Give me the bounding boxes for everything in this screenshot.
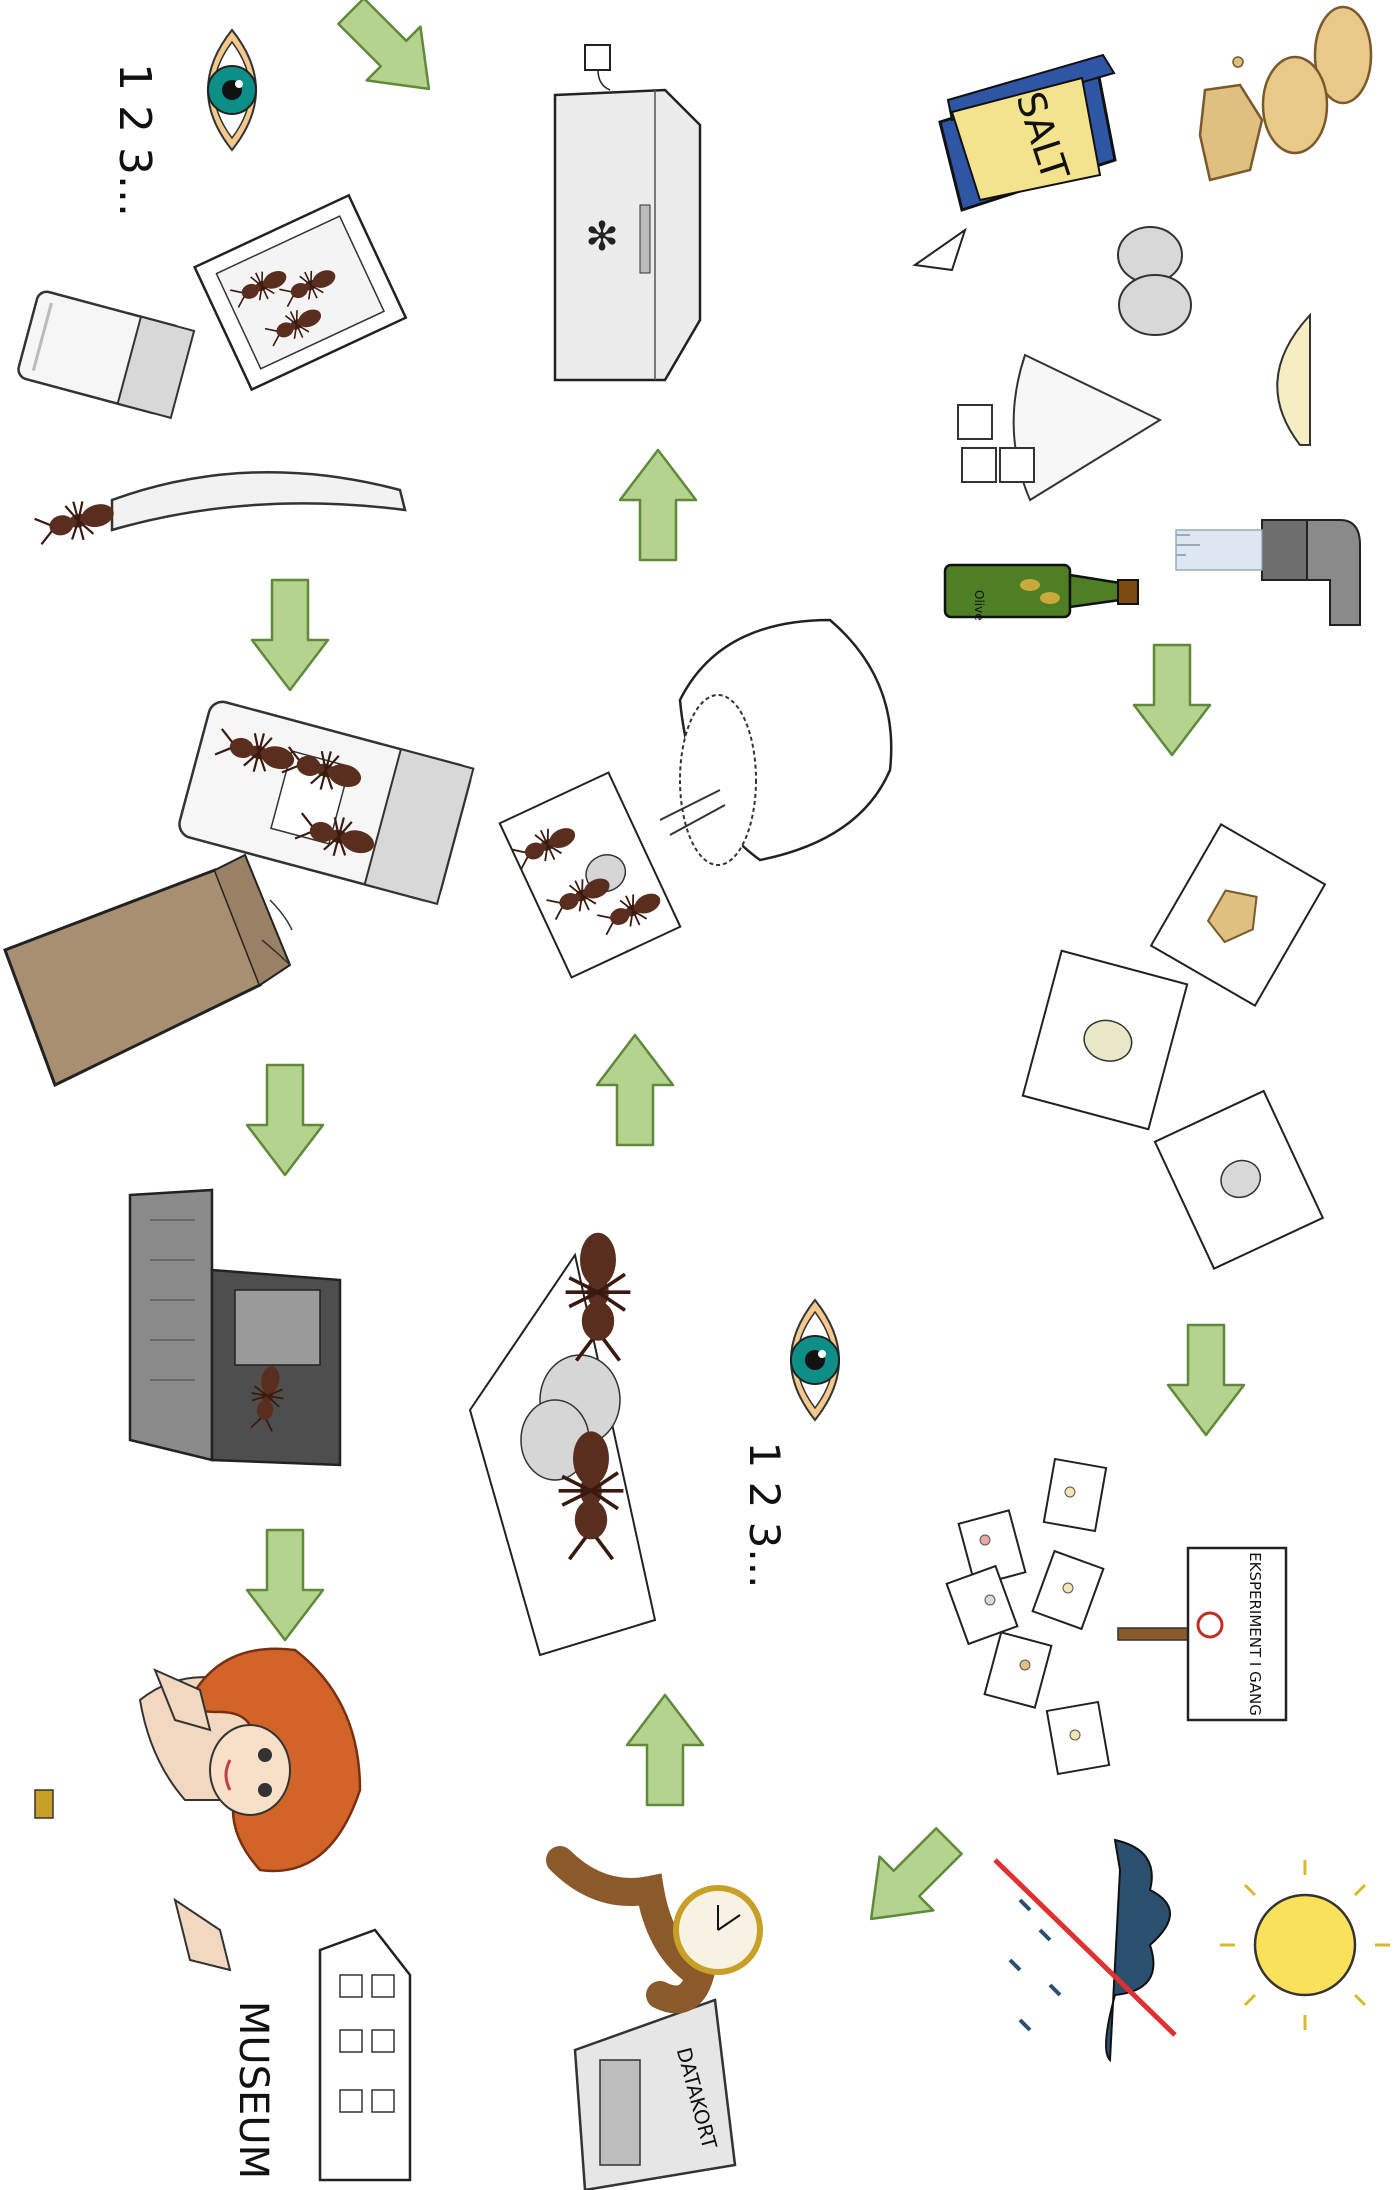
olive-oil-bottle-icon: Olive (945, 565, 1138, 621)
water-tap-icon (1176, 520, 1360, 625)
salt-box-icon: SALT (940, 55, 1115, 210)
svg-text:✻: ✻ (585, 214, 619, 260)
scientist-icon (35, 1649, 360, 1970)
cookie-icon (1200, 7, 1371, 180)
tube-icon (16, 290, 194, 418)
freezer-icon: ✻ (555, 45, 700, 380)
bait-card-cotton (1023, 951, 1187, 1130)
sugar-pile-icon (915, 230, 965, 270)
museum-label: MUSEUM (230, 2001, 276, 2179)
arrow-down-4 (247, 1065, 323, 1175)
field-cards (947, 1459, 1110, 1774)
watch-icon (560, 1860, 760, 2000)
laptop-icon (130, 1190, 340, 1465)
arrow-diagonal-2 (324, 0, 456, 116)
bait-card-ants (500, 773, 681, 978)
cotton-ball-icon (1118, 227, 1191, 335)
bait-card-cookie (1151, 824, 1325, 1005)
eye-icon-top (208, 30, 256, 150)
sign-label: EKSPERIMENT I GANG (1246, 1552, 1264, 1716)
bait-card-salt (1155, 1091, 1323, 1269)
powder-pile-icon (1014, 315, 1310, 500)
tweezers-icon (33, 472, 405, 550)
sign-icon: EKSPERIMENT I GANG (1118, 1548, 1286, 1720)
pillow-bag-icon (660, 620, 891, 865)
paper-bag-icon (5, 855, 292, 1085)
arrow-up-2 (597, 1035, 673, 1145)
arrow-down-2 (1168, 1325, 1244, 1435)
arrow-up-1 (627, 1695, 703, 1805)
arrow-down-3 (252, 580, 328, 690)
count-top: 1 2 3... (109, 63, 160, 217)
arrow-down-5 (247, 1530, 323, 1640)
eye-icon-middle (791, 1300, 839, 1420)
data-card-icon: DATAKORT (575, 2000, 735, 2190)
count-middle: 1 2 3... (740, 1442, 789, 1589)
ant-card (470, 1233, 655, 1655)
arrow-diagonal-1 (844, 1814, 976, 1946)
bottle-label: Olive (972, 590, 986, 621)
sun-icon (1220, 1860, 1390, 2030)
arrow-down-1 (1134, 645, 1210, 755)
museum-icon (320, 1930, 410, 2180)
rain-cloud-icon (995, 1840, 1175, 2060)
arrow-up-3 (620, 450, 696, 560)
ant-sample-card (195, 195, 406, 389)
